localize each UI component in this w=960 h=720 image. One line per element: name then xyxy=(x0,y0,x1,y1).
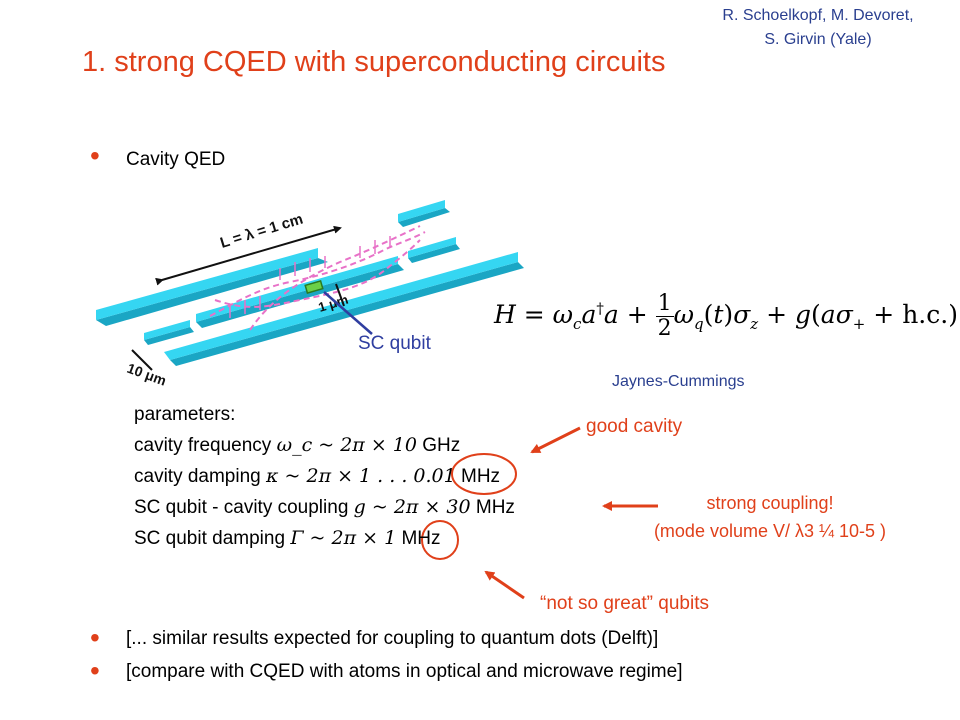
bullet-cavity-qed: Cavity QED xyxy=(126,149,226,170)
good-cavity-arrow xyxy=(530,426,581,454)
highlight-circle-damping xyxy=(451,453,517,495)
bullet-dot: • xyxy=(90,622,100,653)
param-unit: GHz xyxy=(422,435,461,456)
ground-plane-top-right xyxy=(398,200,450,227)
slide-title: 1. strong CQED with superconducting circ… xyxy=(82,46,666,78)
param-math: g ~ 2π × 30 xyxy=(353,496,471,518)
bullet-dot: • xyxy=(90,655,100,686)
sc-qubit-label: SC qubit xyxy=(358,333,431,354)
length-label: L = λ = 1 cm xyxy=(218,211,305,252)
gap-arrow xyxy=(335,283,345,307)
not-so-great-label: “not so great” qubits xyxy=(540,593,709,614)
credit-line-1: R. Schoelkopf, M. Devoret, xyxy=(722,7,914,24)
width-arrow xyxy=(131,349,153,371)
param-row: SC qubit damping Γ ~ 2π × 1 MHz xyxy=(134,523,515,554)
bullet-quantum-dots: [... similar results expected for coupli… xyxy=(126,628,659,649)
qubit-pointer-line xyxy=(323,291,373,335)
author-credit: R. Schoelkopf, M. Devoret, S. Girvin (Ya… xyxy=(688,4,948,52)
strong-coupling-note: strong coupling! (mode volume V/ λ3 ¼ 10… xyxy=(600,489,940,545)
mode-volume-label: (mode volume V/ λ3 ¼ 10-5 ) xyxy=(653,521,887,541)
length-arrow xyxy=(155,225,342,286)
param-unit: MHz xyxy=(475,497,515,518)
param-row: cavity damping κ ~ 2π × 1 . . . 0.01 MHz xyxy=(134,461,515,492)
param-math: Γ ~ 2π × 1 xyxy=(290,527,397,549)
not-so-great-arrow xyxy=(484,570,525,600)
strong-coupling-label: strong coupling! xyxy=(706,493,834,513)
param-label: SC qubit - cavity coupling xyxy=(134,497,349,518)
param-math: ω_c ~ 2π × 10 xyxy=(276,434,417,456)
param-label: SC qubit damping xyxy=(134,528,286,549)
credit-line-2: S. Girvin (Yale) xyxy=(764,31,872,48)
center-conductor xyxy=(144,237,460,345)
param-row: SC qubit - cavity coupling g ~ 2π × 30 M… xyxy=(134,492,515,523)
param-unit: MHz xyxy=(401,528,441,549)
parameters-heading: parameters: xyxy=(134,404,236,425)
bullet-compare-atoms: [compare with CQED with atoms in optical… xyxy=(126,661,683,682)
bullet-dot: • xyxy=(90,140,100,171)
highlight-circle-qubit-damping xyxy=(421,520,459,560)
good-cavity-label: good cavity xyxy=(586,416,683,437)
param-math: κ ~ 2π × 1 . . . 0.01 xyxy=(266,465,456,487)
param-label: cavity frequency xyxy=(134,435,272,456)
param-row: cavity frequency ω_c ~ 2π × 10 GHz xyxy=(134,430,515,461)
parameters-block: parameters: cavity frequency ω_c ~ 2π × … xyxy=(134,400,515,554)
jaynes-cummings-label: Jaynes-Cummings xyxy=(612,373,745,390)
param-label: cavity damping xyxy=(134,466,261,487)
param-unit: MHz xyxy=(461,466,501,487)
